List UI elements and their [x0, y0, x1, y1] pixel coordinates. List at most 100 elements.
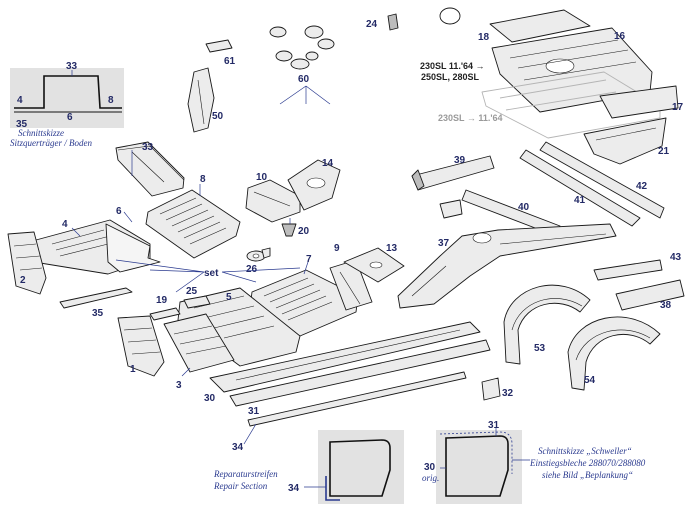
label-17: 17 — [672, 102, 684, 113]
label-18: 18 — [478, 32, 490, 43]
label-38: 38 — [660, 300, 672, 311]
inset-schweller-label-orig: orig. — [422, 473, 439, 483]
part-trunk-floor-early-ghost — [481, 71, 661, 139]
label-14: 14 — [322, 158, 334, 169]
label-24: 24 — [366, 19, 378, 30]
inset-schweller-caption-3: siehe Bild „Beplankung“ — [542, 470, 633, 480]
label-50: 50 — [212, 111, 224, 122]
part-38-strip: 38 — [615, 279, 685, 311]
inset-sitz-caption-1: Schnittskizze — [18, 128, 64, 138]
part-41-sill-rear: 41 — [519, 149, 641, 227]
part-43-strip: 43 — [593, 252, 682, 281]
inset-sitz-label-6: 6 — [67, 112, 73, 123]
inset-schweller-label-31: 31 — [488, 420, 500, 431]
part-19-bracket: 19 — [149, 295, 181, 321]
part-4-floor-left: 4 6 — [33, 206, 161, 275]
label-26: 26 — [246, 264, 258, 275]
part-37-rear-frame: 37 — [397, 223, 617, 309]
label-32: 32 — [502, 388, 514, 399]
part-33-seat-crossmember: 33 — [115, 141, 185, 197]
part-35-reinforcement: 35 — [59, 287, 133, 319]
label-33: 33 — [142, 142, 154, 153]
part-25-plate: 25 — [183, 286, 211, 309]
part-24-clip: 24 — [366, 13, 399, 31]
label-54: 54 — [584, 375, 596, 386]
part-1-toe-board-right: 1 — [117, 315, 165, 377]
label-31: 31 — [248, 406, 260, 417]
inset-repair-section: Reparaturstreifen Repair Section 34 — [213, 430, 404, 504]
label-60: 60 — [298, 74, 310, 85]
part-20-plug: 20 — [281, 218, 310, 237]
part-3-floor-front: 3 — [163, 313, 235, 391]
part-34-repair-strip: 34 — [232, 371, 467, 453]
part-50-pillar: 50 — [187, 67, 224, 133]
model-note-3: 230SL → 11.'64 — [438, 113, 503, 123]
label-61: 61 — [224, 56, 236, 67]
inset-repair-caption-1: Reparaturstreifen — [213, 469, 278, 479]
inset-repair-label-34: 34 — [288, 483, 300, 494]
inset-sitz-label-4: 4 — [17, 95, 23, 106]
inset-sitz-label-33: 33 — [66, 61, 78, 72]
part-42-sill-rear-outer: 42 — [539, 141, 665, 219]
label-13: 13 — [386, 243, 398, 254]
label-7: 7 — [306, 254, 312, 265]
model-note-1: 230SL 11.'64 → — [420, 61, 485, 71]
part-13-bracket: 13 — [343, 243, 405, 283]
label-10: 10 — [256, 172, 268, 183]
part-14-panel: 14 — [287, 158, 341, 211]
label-25: 25 — [186, 286, 198, 297]
part-17-rear-panel: 17 — [599, 85, 684, 119]
model-notes: 230SL 11.'64 → 250SL, 280SL 230SL → 11.'… — [420, 61, 503, 123]
label-41: 41 — [574, 195, 586, 206]
label-3: 3 — [176, 380, 182, 391]
label-39: 39 — [454, 155, 466, 166]
label-19: 19 — [156, 295, 168, 306]
part-tape-ring — [439, 7, 461, 25]
part-10-bracket: 10 — [245, 172, 301, 223]
label-21: 21 — [658, 146, 670, 157]
part-21-spare-well: 21 — [583, 117, 670, 165]
label-4: 4 — [62, 219, 68, 230]
label-2: 2 — [20, 275, 26, 286]
label-34: 34 — [232, 442, 244, 453]
label-37: 37 — [438, 238, 450, 249]
label-set: set — [204, 268, 219, 279]
inset-schweller: 31 30 orig. Schnittskizze „Schweller“ Ei… — [422, 420, 646, 504]
label-43: 43 — [670, 252, 682, 263]
label-40: 40 — [518, 202, 530, 213]
label-5: 5 — [226, 292, 232, 303]
part-54-wheel-arch: 54 — [567, 316, 661, 391]
part-32-bracket: 32 — [481, 377, 514, 401]
model-note-2: 250SL, 280SL — [421, 72, 480, 82]
inset-sitz-caption-2: Sitzquerträger / Boden — [10, 138, 92, 148]
part-31-sill-inner: 31 — [229, 339, 491, 417]
label-53: 53 — [534, 343, 546, 354]
part-60-grommets: 60 — [269, 25, 335, 105]
part-61-clip: 61 — [205, 39, 236, 67]
part-bracket-small — [439, 199, 463, 219]
label-42: 42 — [636, 181, 648, 192]
inset-schweller-label-30: 30 — [424, 462, 436, 473]
inset-sitz-label-35: 35 — [16, 119, 28, 130]
label-8: 8 — [200, 174, 206, 185]
part-26-grommet: 26 — [246, 247, 271, 275]
set-group: set — [115, 259, 301, 293]
part-53-wheel-arch: 53 — [503, 284, 591, 365]
inset-repair-caption-2: Repair Section — [213, 481, 268, 491]
label-6: 6 — [116, 206, 122, 217]
label-35: 35 — [92, 308, 104, 319]
part-5-tunnel-floor: 5 — [177, 287, 301, 367]
part-18-upper-panel: 18 — [478, 9, 591, 43]
inset-sitz-label-8: 8 — [108, 95, 114, 106]
part-39-rail: 39 — [411, 155, 495, 191]
part-2-toe-board-left: 2 — [7, 231, 47, 295]
inset-schweller-caption-2: Einstiegsbleche 288070/288080 — [529, 458, 646, 468]
part-30-sill-outer: 30 — [204, 321, 481, 404]
part-8-seat-floor: 8 — [145, 174, 241, 259]
inset-schweller-caption-1: Schnittskizze „Schweller“ — [538, 446, 632, 456]
label-9: 9 — [334, 243, 340, 254]
label-16: 16 — [614, 31, 626, 42]
label-20: 20 — [298, 226, 310, 237]
label-30: 30 — [204, 393, 216, 404]
